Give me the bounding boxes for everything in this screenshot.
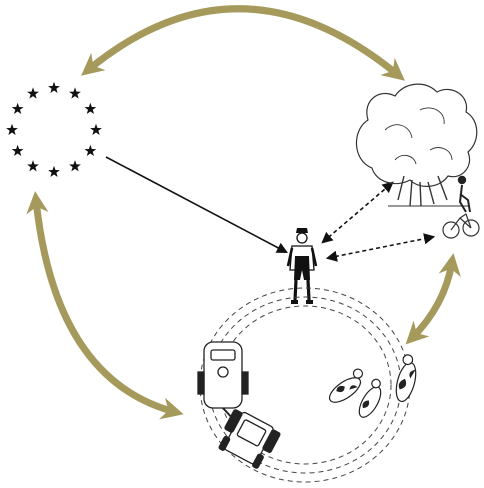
star-icon [84, 102, 97, 115]
tank-wheel-left [197, 371, 205, 395]
star-icon [69, 160, 81, 172]
tractor-wheel-rear-left [224, 409, 243, 433]
tractor-icon [197, 341, 281, 469]
tank-hatch [217, 366, 229, 378]
tree-trunk [397, 175, 448, 207]
field-path-inner [218, 305, 392, 465]
tank-wheel-right [241, 371, 249, 395]
bicycle-wheel-front [462, 219, 480, 237]
cow-3-head [402, 354, 414, 366]
cows-icon [328, 354, 417, 418]
cycle-arrow-eu-nature [81, 5, 405, 81]
cyclist-icon [442, 175, 480, 239]
eu-stars-circle-icon [6, 81, 102, 178]
bicycle-wheel-back [442, 221, 460, 239]
tractor-wheel-rear-right [262, 429, 281, 453]
cow-1-body [328, 377, 362, 403]
star-icon [48, 81, 60, 94]
star-icon [27, 87, 39, 99]
farmer-tree-dashed-arrow [321, 181, 394, 244]
tractor-cab [236, 419, 267, 447]
cow-3-spots [398, 369, 416, 390]
star-icon [11, 102, 24, 115]
tractor-wheel-front-right [252, 453, 264, 469]
cycle-arrow-eu-farm [26, 191, 184, 420]
star-icon [6, 123, 18, 136]
farmer-cap [296, 228, 308, 233]
star-icon [69, 87, 81, 99]
cycle-arrow-nature-farm [405, 253, 461, 345]
cow-2-spots [362, 400, 370, 409]
farmer-arms [286, 247, 318, 267]
farmer-boots [291, 300, 313, 304]
tree-canopy [355, 83, 478, 187]
cow-1-spots [336, 385, 358, 393]
farmer-icon [286, 228, 318, 304]
star-icon [90, 123, 102, 136]
tree-canopy-detail [384, 107, 453, 165]
cow-2-body [358, 386, 382, 418]
star-icon [84, 144, 97, 157]
star-icon [11, 144, 24, 157]
cow-2-head [371, 378, 381, 389]
tree-and-cyclist-icon [355, 83, 480, 239]
cyclist-head [457, 175, 467, 185]
bicycle-frame [450, 213, 472, 231]
farmer-head [296, 232, 308, 244]
star-icon [27, 160, 39, 172]
tank-top-panel [210, 349, 236, 361]
eu-to-farmer-arrow [105, 156, 288, 254]
star-icon [48, 165, 60, 178]
cyclist-body [459, 184, 471, 213]
tractor-wheel-front-left [218, 435, 231, 451]
farmer-overalls [294, 256, 310, 280]
farmer-cyclist-dashed-arrow [325, 233, 436, 262]
cow-1-head [352, 368, 364, 379]
